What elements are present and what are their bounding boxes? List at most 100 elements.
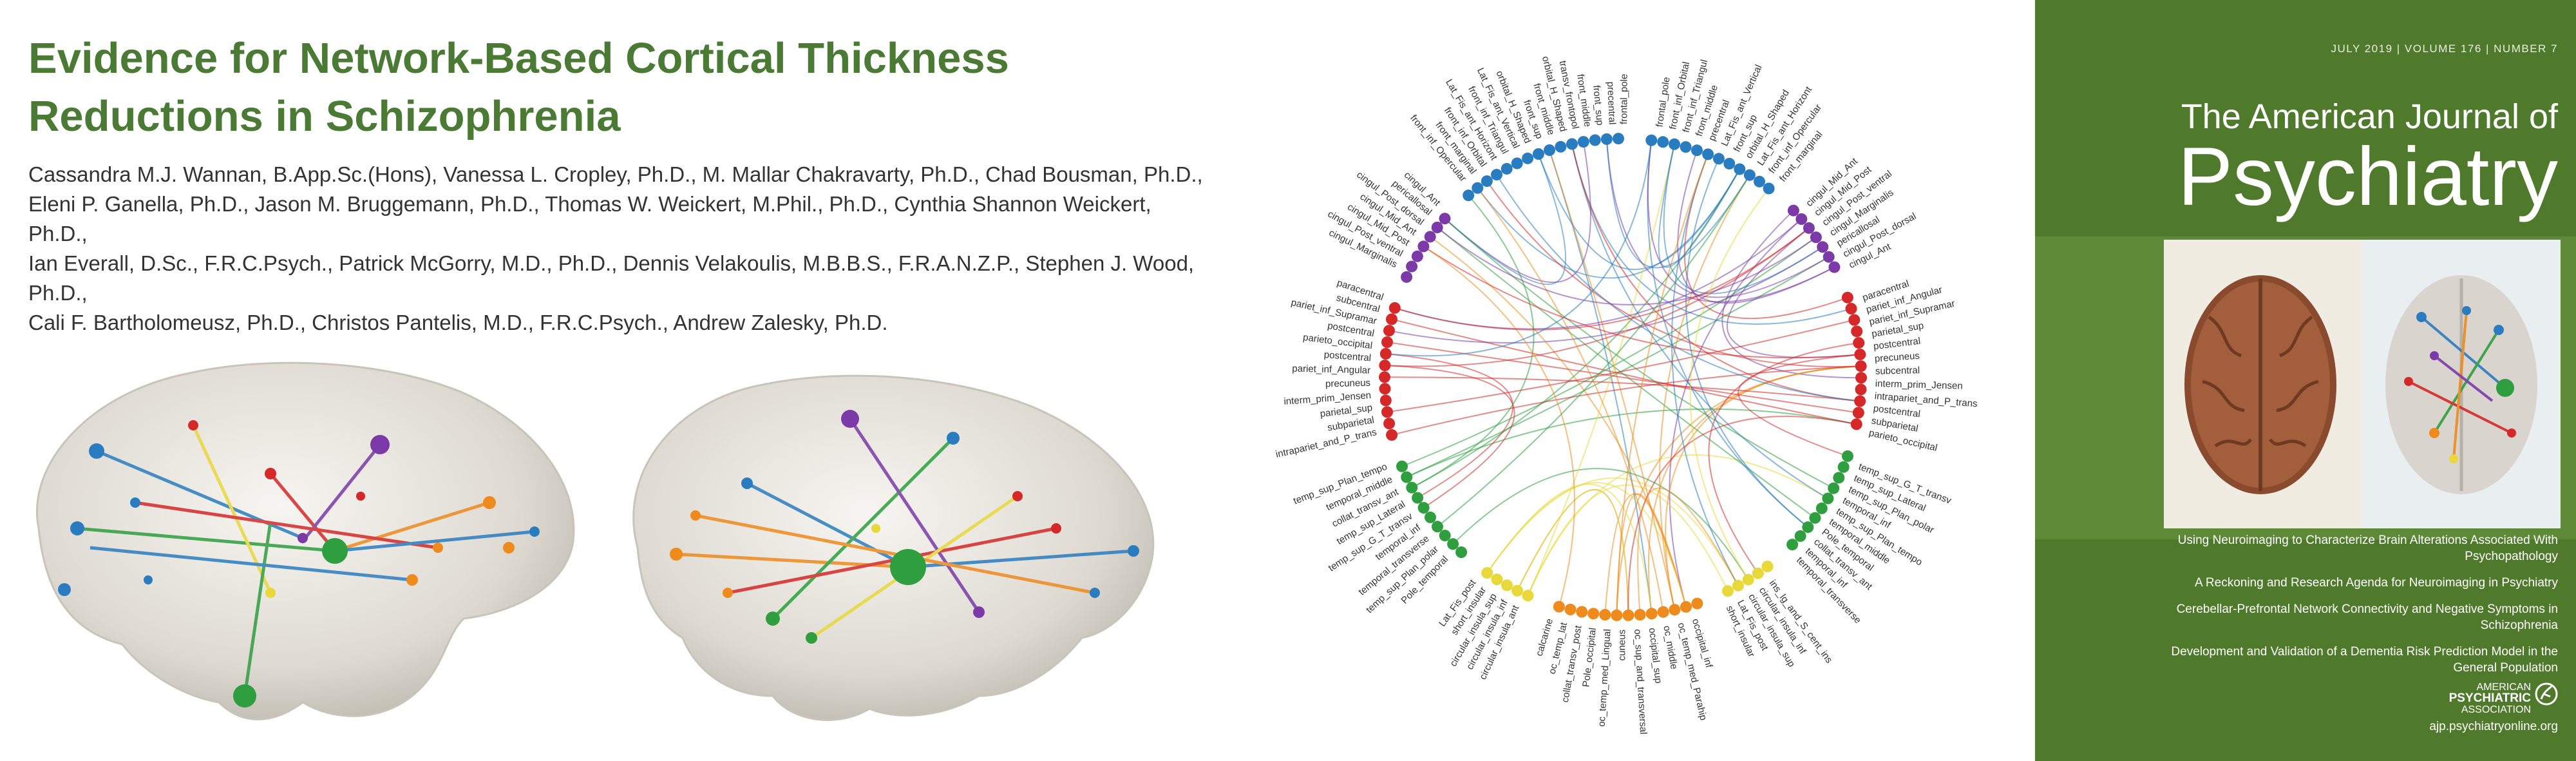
connectogram-node <box>1424 231 1436 243</box>
connectogram-node <box>1669 604 1681 616</box>
connectogram-node <box>1657 606 1669 618</box>
connectogram-node <box>1786 539 1799 551</box>
connectogram-node <box>1815 502 1828 514</box>
connectogram-chord <box>1437 175 1750 528</box>
connectogram-node <box>1417 240 1430 253</box>
connectogram-chord <box>1437 227 1817 305</box>
connectogram-node <box>1802 521 1814 534</box>
connectogram-node <box>1455 546 1468 558</box>
connectogram-node <box>1809 512 1821 524</box>
connectogram-label: occipital_sup <box>1647 627 1664 684</box>
connectogram-node <box>1564 603 1577 615</box>
connectogram-chord <box>1444 141 1591 284</box>
connectogram-node <box>1702 148 1714 160</box>
connectogram-chord <box>1647 140 1830 298</box>
connectogram-chord <box>1683 154 1848 320</box>
connectogram-chord <box>1401 236 1817 467</box>
connectogram-node <box>1576 606 1588 618</box>
connectogram-node <box>1599 609 1611 621</box>
connectogram-chord <box>1571 144 1828 499</box>
connectogram-node <box>1379 360 1391 372</box>
connectogram-node <box>1634 609 1646 621</box>
connectogram-chord <box>1537 153 1741 271</box>
cover-headline: Cerebellar-Prefrontal Network Connectivi… <box>2176 602 2558 632</box>
connectogram-label: oc_temp_med_Lingual <box>1596 629 1613 727</box>
connectogram-label: Pole_occipital <box>1580 627 1598 688</box>
connectogram-node <box>1501 579 1513 592</box>
connectogram-node <box>1622 609 1634 621</box>
connectogram-chord <box>1689 188 1770 581</box>
connectogram-node <box>1854 395 1866 407</box>
connectogram-node <box>1511 157 1523 169</box>
connectogram-node <box>1680 141 1692 153</box>
author-line-4: Cali F. Bartholomeusz, Ph.D., Christos P… <box>28 311 888 334</box>
connectogram-chord <box>1444 218 1834 489</box>
cover-headline: Using Neuroimaging to Characterize Brain… <box>2177 534 2558 563</box>
article-title: Evidence for Network-Based Cortical Thic… <box>28 30 1188 146</box>
connectogram-label: precuneus <box>1874 351 1920 365</box>
connectogram-node <box>1752 567 1764 579</box>
connectogram-chord <box>1406 256 1830 478</box>
connectogram-node <box>1432 521 1443 533</box>
connectogram-node <box>1386 313 1397 325</box>
connectogram-node <box>1734 163 1746 175</box>
connectogram-node <box>1691 597 1703 610</box>
connectogram-node <box>1491 573 1503 586</box>
connectogram-chord <box>1437 227 1815 519</box>
connectogram-node <box>1611 609 1623 621</box>
connectogram-chord <box>1549 149 1676 610</box>
connectogram-chord <box>1738 354 1861 457</box>
connectogram-chord <box>1627 416 1857 615</box>
connectogram-node <box>1401 271 1413 283</box>
connectogram-node <box>1680 601 1692 613</box>
connectogram-label: cuneus <box>1616 630 1627 660</box>
connectogram-chord <box>1384 376 1861 402</box>
connectogram-nodes <box>1379 133 1867 621</box>
connectogram-node <box>1837 461 1850 473</box>
article-title-line-1: Evidence for Network-Based Cortical Thic… <box>28 34 1009 82</box>
cover-brain-illustration <box>2164 240 2561 528</box>
connectogram-chord <box>1721 209 1862 379</box>
connectogram-node <box>1600 133 1613 145</box>
connectogram-node <box>1439 213 1451 225</box>
connectogram-node <box>1794 530 1806 542</box>
brain-medial-view <box>632 374 1155 721</box>
connectogram-node <box>1589 134 1601 146</box>
article-title-line-2: Reductions in Schizophrenia <box>28 92 621 140</box>
connectogram-node <box>1411 250 1423 262</box>
connectogram-chord <box>1385 353 1514 499</box>
connectogram-node <box>1577 136 1589 148</box>
connectogram-node <box>1657 136 1669 148</box>
connectogram-chord <box>1387 319 1855 413</box>
connectogram-label: precuneus <box>1325 378 1370 390</box>
connectogram-chord <box>1477 188 1664 612</box>
connectogram-chord <box>1394 227 1810 331</box>
connectogram-chord <box>1517 489 1629 615</box>
connectogram-chord <box>1423 246 1861 359</box>
connectogram-label: front_sup <box>1591 85 1605 126</box>
connectogram-chord <box>1527 485 1728 596</box>
connectogram-node <box>1810 231 1822 244</box>
connectogram-node <box>1425 511 1436 523</box>
connectogram-node <box>1406 260 1418 273</box>
connectogram-chord <box>1385 365 1515 508</box>
connectogram-node <box>1822 492 1834 505</box>
connectogram-chord <box>1637 487 1739 615</box>
connectogram-chord <box>1486 180 1861 368</box>
connectogram-node <box>1852 407 1864 419</box>
connectogram-node <box>1522 152 1534 164</box>
connectogram-node <box>1481 567 1493 579</box>
connectogram-node <box>1439 530 1451 542</box>
connectogram-node <box>1383 418 1396 430</box>
connectogram-labels: frontal_polefront_inf_Orbitalfront_inf_T… <box>1274 55 1978 735</box>
connectogram-chord <box>1411 195 1535 488</box>
connectogram-node <box>1388 302 1401 314</box>
connectogram-chord <box>1430 236 1687 608</box>
connectogram-label: precentral <box>1605 81 1618 124</box>
connectogram-node <box>1501 162 1513 175</box>
connectogram-node <box>1855 360 1867 372</box>
connectogram-node <box>1463 189 1475 202</box>
connectogram-chord <box>1452 468 1749 581</box>
connectogram-node <box>1386 429 1398 441</box>
cover-brain-left <box>2184 275 2336 494</box>
